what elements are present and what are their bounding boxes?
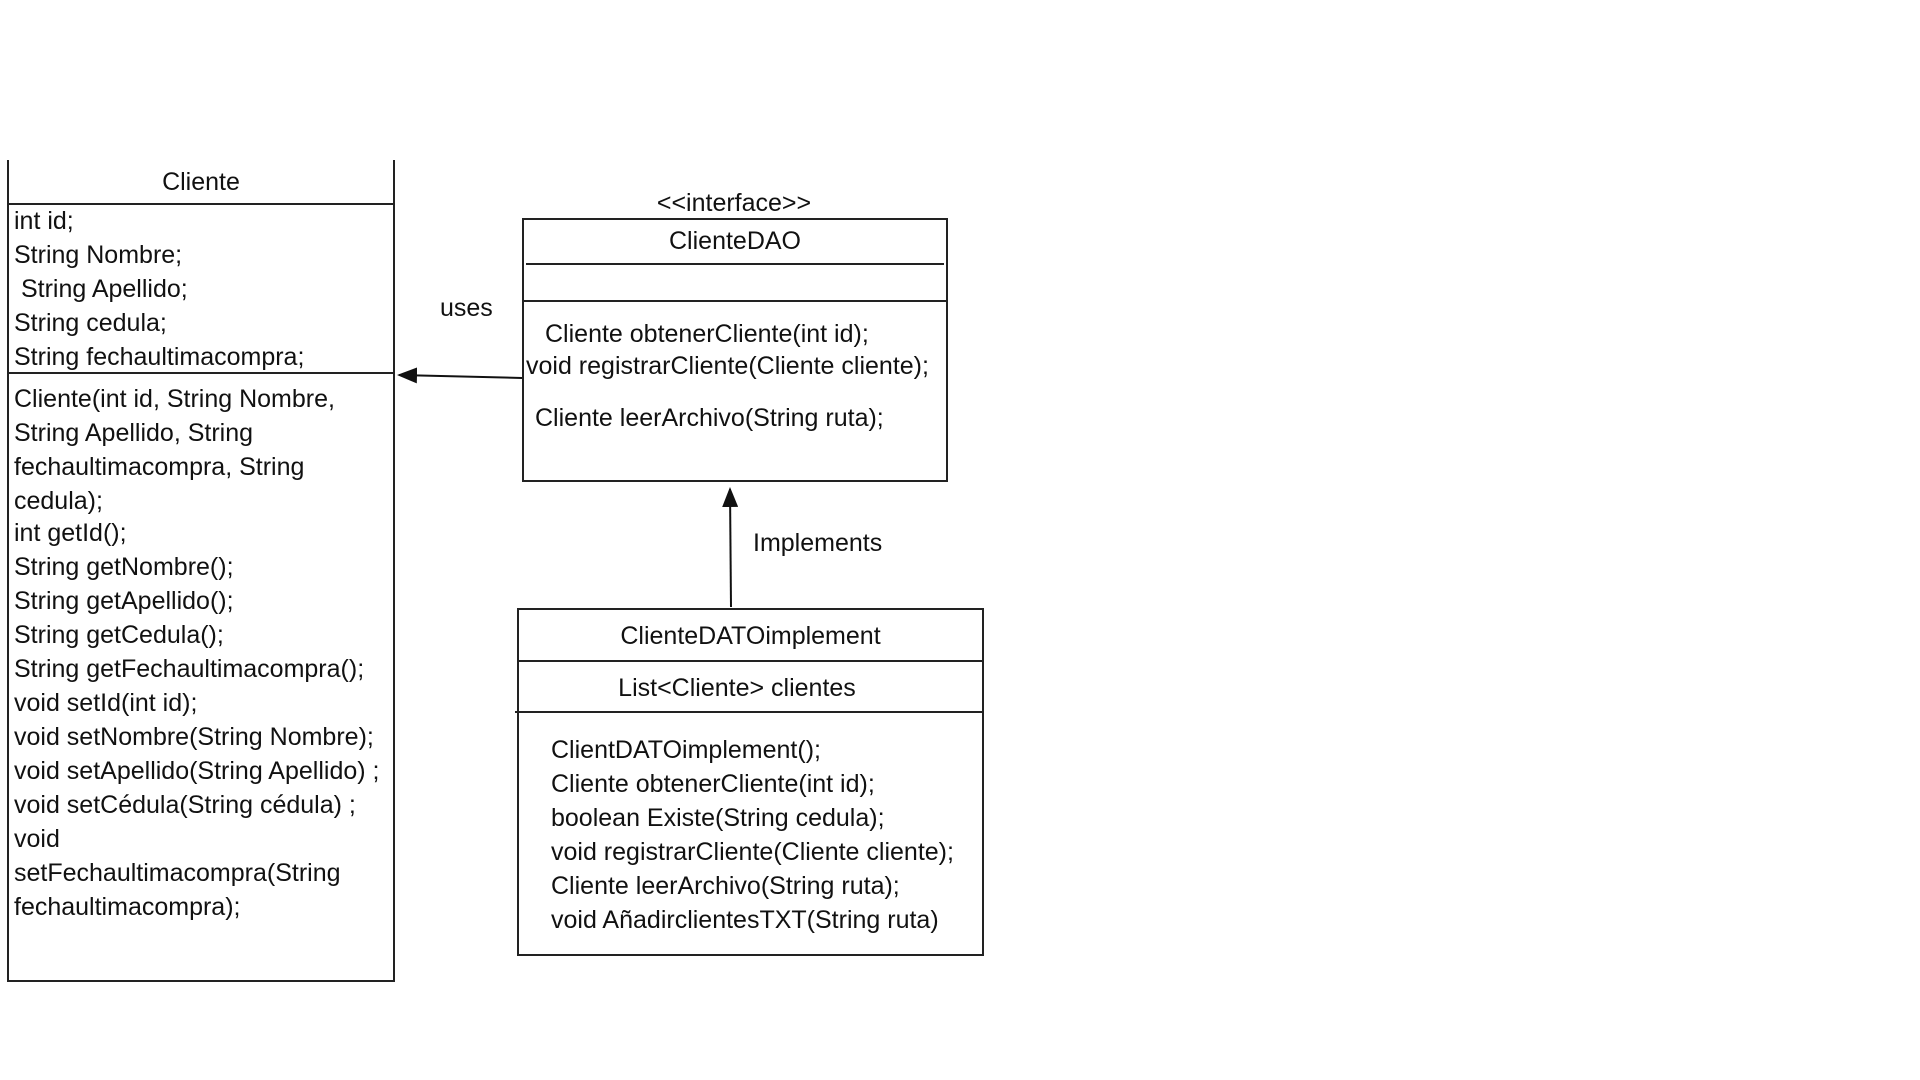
interface-attributes-divider [524,300,946,302]
impl-name-divider [519,660,982,662]
interface-class-name: ClienteDAO [669,227,801,255]
cliente-method: cedula); [14,487,103,515]
impl-attributes-divider [515,711,982,713]
cliente-method: void [14,825,60,853]
cliente-method: String getApellido(); [14,587,234,615]
impl-method: Cliente leerArchivo(String ruta); [551,872,900,900]
interface-stereotype: <<interface>> [656,189,812,217]
cliente-method: Cliente(int id, String Nombre, [14,385,335,413]
impl-class-name: ClienteDATOimplement [620,622,881,650]
cliente-method: int getId(); [14,519,127,547]
cliente-method: fechaultimacompra); [14,893,241,921]
impl-class-box [517,608,984,956]
cliente-method: void setId(int id); [14,689,198,717]
implements-arrow [722,487,739,608]
cliente-method: fechaultimacompra, String [14,453,305,481]
impl-method: ClientDATOimplement(); [551,736,821,764]
uses-label: uses [440,294,493,322]
cliente-class-box [7,160,395,982]
impl-method: void AñadirclientesTXT(String ruta) [551,906,939,934]
interface-method: void registrarCliente(Cliente cliente); [526,352,929,380]
cliente-method: String getNombre(); [14,553,234,581]
interface-method: Cliente obtenerCliente(int id); [545,320,869,348]
impl-method: Cliente obtenerCliente(int id); [551,770,875,798]
implements-label: Implements [753,529,883,557]
uses-arrow [397,367,523,384]
impl-method: void registrarCliente(Cliente cliente); [551,838,954,866]
cliente-attributes-divider [9,372,395,374]
cliente-method: String getFechaultimacompra(); [14,655,365,683]
interface-name-divider [526,263,944,265]
cliente-attribute: String Nombre; [14,241,183,269]
cliente-attribute: int id; [14,207,74,235]
interface-class-box [522,218,948,482]
cliente-method: void setApellido(String Apellido) ; [14,757,380,785]
impl-method: boolean Existe(String cedula); [551,804,885,832]
cliente-attribute: String fechaultimacompra; [14,343,305,371]
cliente-method: void setCédula(String cédula) ; [14,791,356,819]
cliente-method: String Apellido, String [14,419,254,447]
cliente-name-divider [9,203,393,205]
cliente-class-name: Cliente [162,168,240,196]
cliente-method: String getCedula(); [14,621,224,649]
cliente-attribute: String Apellido; [14,275,188,303]
impl-attribute: List<Cliente> clientes [618,674,856,702]
cliente-method: void setNombre(String Nombre); [14,723,374,751]
cliente-method: setFechaultimacompra(String [14,859,341,887]
cliente-attribute: String cedula; [14,309,167,337]
interface-method: Cliente leerArchivo(String ruta); [535,404,884,432]
